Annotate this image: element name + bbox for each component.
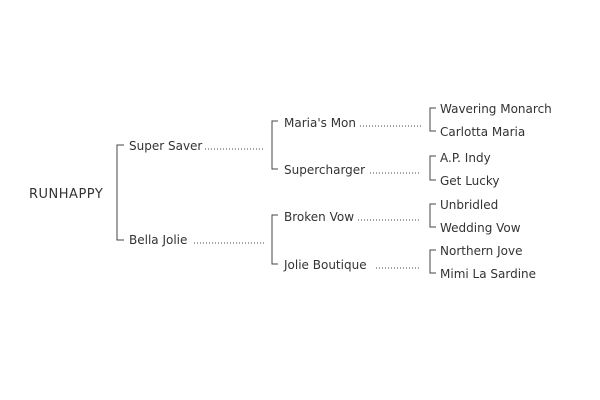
dam-dam-name: Jolie Boutique <box>284 258 367 272</box>
bracket-dam-sire <box>429 203 436 228</box>
sire-dam-dam-name: Get Lucky <box>440 174 500 188</box>
sire-dam-sire-name: A.P. Indy <box>440 151 491 165</box>
sire-sire-name: Maria's Mon <box>284 116 356 130</box>
sire-dam-name: Supercharger <box>284 163 366 177</box>
sire-name: Super Saver <box>129 139 203 153</box>
bracket-sire-sire <box>429 107 436 132</box>
bracket-sire <box>271 120 278 170</box>
sire-sire-sire-name: Wavering Monarch <box>440 102 552 116</box>
dam-name: Bella Jolie <box>129 233 188 247</box>
subject-name: RUNHAPPY <box>29 187 104 202</box>
bracket-sire-dam <box>429 155 436 181</box>
dam-sire-sire-name: Unbridled <box>440 198 499 212</box>
sire-sire-dam-name: Carlotta Maria <box>440 125 526 139</box>
dam-dam-dam-name: Mimi La Sardine <box>440 267 537 281</box>
dam-dam-sire-name: Northern Jove <box>440 244 523 258</box>
bracket-dam <box>271 214 278 265</box>
bracket-root <box>116 144 124 241</box>
bracket-dam-dam <box>429 249 436 274</box>
dam-sire-dam-name: Wedding Vow <box>440 221 521 235</box>
dam-sire-name: Broken Vow <box>284 210 355 224</box>
